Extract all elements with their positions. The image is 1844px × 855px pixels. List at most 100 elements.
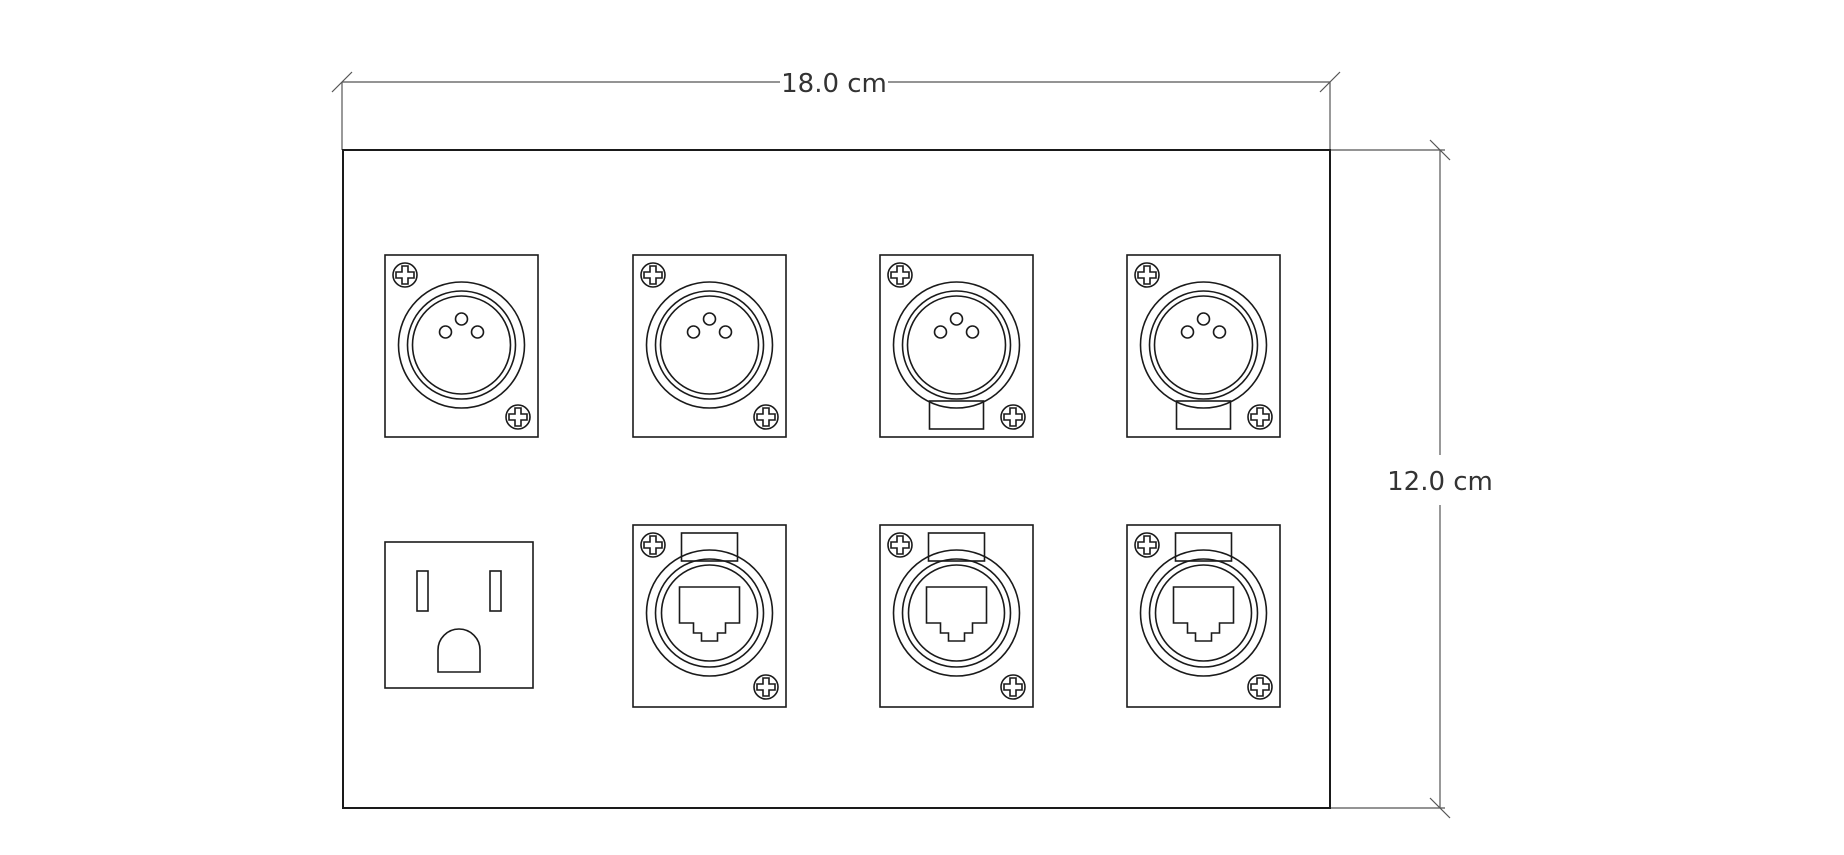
screw-icon: [1000, 404, 1026, 430]
pin-hole: [718, 325, 733, 339]
pin-hole: [949, 312, 964, 326]
height-dimension-label: 12.0 cm: [1387, 467, 1493, 497]
height-tick-top: [1429, 139, 1451, 161]
screw-head: [887, 262, 913, 288]
outlet-slot-left: [416, 570, 429, 612]
screw-cross: [1137, 265, 1157, 285]
height-tick-bottom: [1429, 797, 1451, 819]
screw-icon: [887, 532, 913, 558]
screw-head: [392, 262, 418, 288]
screw-cross: [395, 265, 415, 285]
inner-ring: [1154, 564, 1253, 662]
screw-head: [753, 674, 779, 700]
screw-head: [640, 532, 666, 558]
xlr-latch-connector: [879, 254, 1034, 438]
latch-tab: [1174, 532, 1233, 562]
screw-head: [1134, 262, 1160, 288]
pin-hole: [933, 325, 948, 339]
panel-outline: [342, 149, 1331, 809]
rj45-port-icon: [1172, 586, 1235, 642]
xlr-connector: [384, 254, 539, 438]
screw-cross: [756, 407, 776, 427]
screw-cross: [643, 265, 663, 285]
outlet-plate: [384, 541, 534, 689]
screw-icon: [1247, 674, 1273, 700]
middle-ring: [901, 290, 1012, 400]
middle-ring: [406, 290, 517, 400]
latch-tab: [927, 532, 986, 562]
outer-ring: [645, 549, 774, 677]
inner-ring: [659, 295, 760, 395]
screw-cross: [1003, 407, 1023, 427]
outer-ring: [892, 549, 1021, 677]
screw-icon: [753, 674, 779, 700]
pin-hole: [438, 325, 453, 339]
connector-plate: [879, 524, 1034, 708]
width-dimension-label: 18.0 cm: [781, 69, 887, 99]
pin-hole: [470, 325, 485, 339]
middle-ring: [1148, 558, 1259, 668]
outer-ring: [397, 281, 526, 409]
screw-icon: [1000, 674, 1026, 700]
screw-head: [1247, 404, 1273, 430]
screw-cross: [1003, 677, 1023, 697]
screw-head: [505, 404, 531, 430]
connector-grid: [384, 254, 1281, 708]
pin-hole: [965, 325, 980, 339]
outer-ring: [1139, 281, 1268, 409]
screw-cross: [890, 535, 910, 555]
middle-ring: [654, 290, 765, 400]
ethercon-connector: [879, 524, 1034, 708]
screw-icon: [1134, 262, 1160, 288]
screw-head: [753, 404, 779, 430]
inner-ring: [907, 564, 1006, 662]
connector-plate: [384, 254, 539, 438]
screw-cross: [1250, 677, 1270, 697]
screw-icon: [640, 532, 666, 558]
screw-head: [887, 532, 913, 558]
rj45-port-icon: [925, 586, 988, 642]
screw-cross: [890, 265, 910, 285]
screw-icon: [392, 262, 418, 288]
inner-ring: [1153, 295, 1254, 395]
ethercon-connector: [1126, 524, 1281, 708]
screw-head: [1000, 674, 1026, 700]
connector-plate: [879, 254, 1034, 438]
width-dimension: [331, 71, 1341, 150]
screw-head: [640, 262, 666, 288]
latch-tab: [1175, 400, 1232, 430]
pin-hole: [1196, 312, 1211, 326]
screw-icon: [640, 262, 666, 288]
width-tick-left: [331, 71, 353, 93]
screw-head: [1134, 532, 1160, 558]
connector-plate: [632, 524, 787, 708]
width-tick-right: [1319, 71, 1341, 93]
pin-hole: [454, 312, 469, 326]
power-outlet: [384, 541, 534, 689]
xlr-connector: [632, 254, 787, 438]
inner-ring: [906, 295, 1007, 395]
outer-ring: [1139, 549, 1268, 677]
pin-hole: [702, 312, 717, 326]
screw-icon: [505, 404, 531, 430]
pin-hole: [1212, 325, 1227, 339]
screw-cross: [643, 535, 663, 555]
connector-plate: [632, 254, 787, 438]
screw-icon: [887, 262, 913, 288]
screw-icon: [753, 404, 779, 430]
outlet-ground-hole: [437, 628, 481, 673]
screw-head: [1247, 674, 1273, 700]
inner-ring: [411, 295, 512, 395]
screw-cross: [756, 677, 776, 697]
inner-ring: [660, 564, 759, 662]
screw-cross: [1137, 535, 1157, 555]
connector-plate: [1126, 254, 1281, 438]
middle-ring: [1148, 290, 1259, 400]
screw-icon: [1134, 532, 1160, 558]
screw-icon: [1247, 404, 1273, 430]
outlet-slot-right: [489, 570, 502, 612]
middle-ring: [654, 558, 765, 668]
outer-ring: [645, 281, 774, 409]
middle-ring: [901, 558, 1012, 668]
